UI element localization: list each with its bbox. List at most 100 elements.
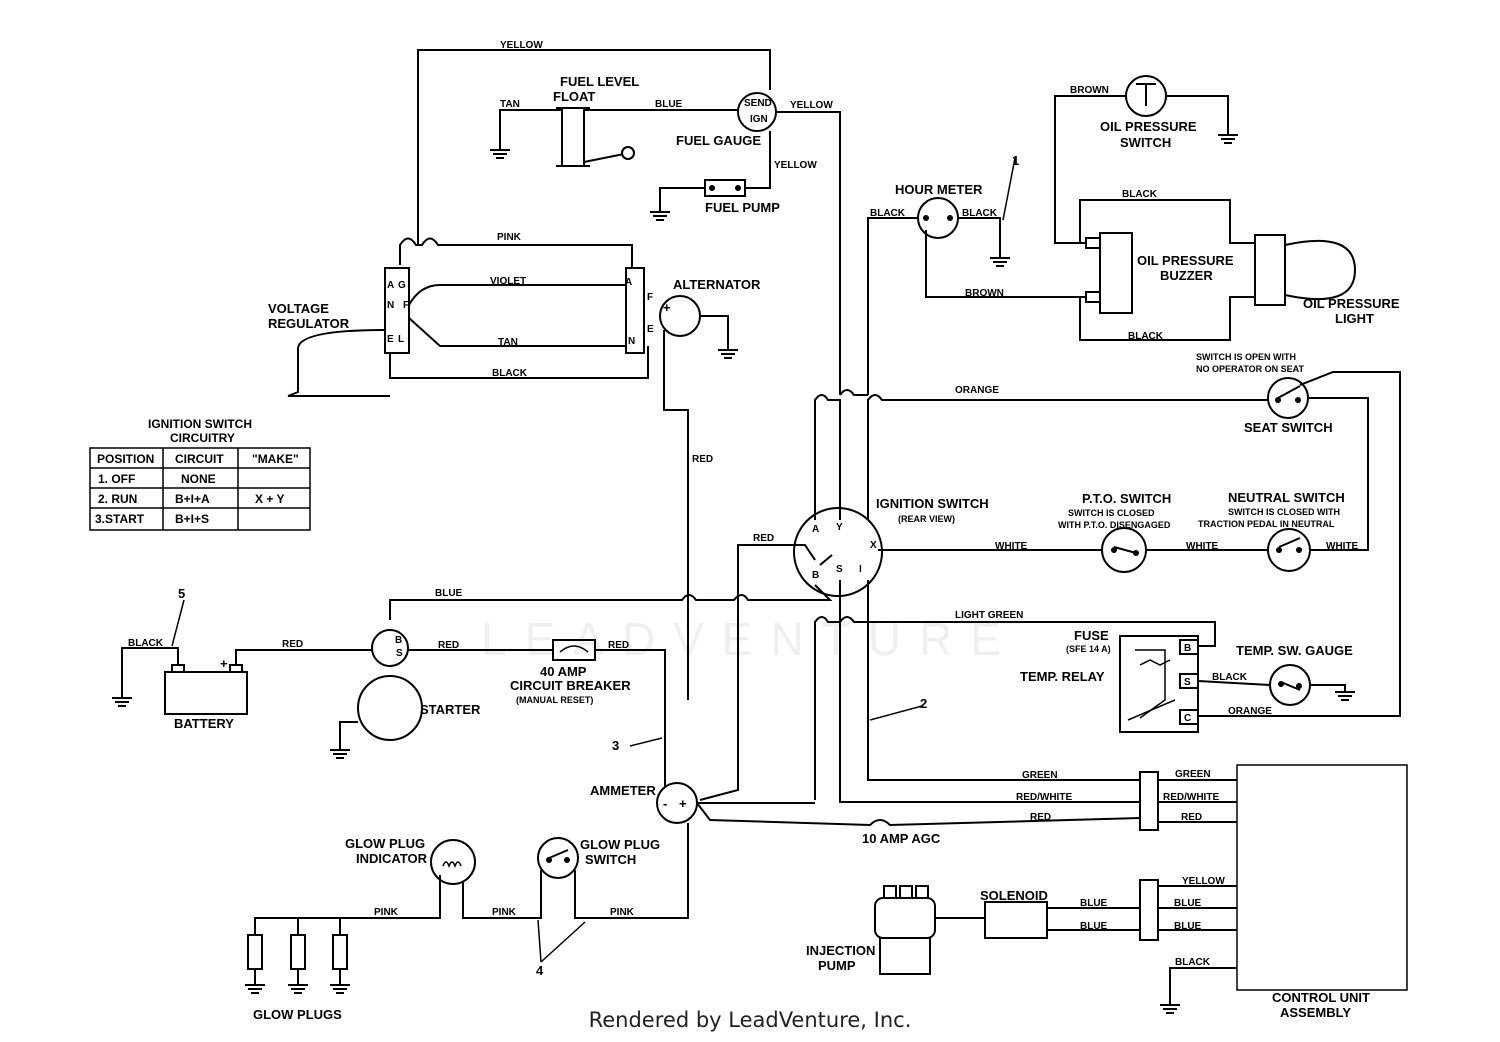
starter-label: STARTER — [420, 702, 481, 717]
wire-label-black-hour-left: BLACK — [870, 208, 906, 219]
ignition-table-title: IGNITION SWITCH — [148, 417, 252, 431]
footer-credit: Rendered by LeadVenture, Inc. — [588, 1008, 912, 1032]
wire-red-breaker-out — [595, 649, 666, 790]
ground-icon — [1160, 1004, 1180, 1014]
wire-oil-ground — [1166, 95, 1229, 135]
wire-label-white-ign: WHITE — [995, 541, 1028, 552]
wire-white-seat — [1308, 397, 1369, 551]
wire-starter-ground — [339, 721, 358, 750]
breaker-label-3: (MANUAL RESET) — [516, 695, 593, 705]
alt-terminal-n: N — [628, 336, 635, 347]
ground-icon — [990, 257, 1010, 267]
alternator-label: ALTERNATOR — [673, 277, 761, 292]
wire-orange-seat — [1196, 371, 1401, 717]
wire-label-green: GREEN — [1022, 770, 1058, 781]
ign-terminal-y: Y — [836, 522, 843, 533]
callout-3: 3 — [612, 738, 619, 753]
seat-switch-note-2: NO OPERATOR ON SEAT — [1196, 364, 1305, 374]
wire-label-red-white-cu: RED/WHITE — [1163, 792, 1219, 803]
wire-label-black-vr: BLACK — [492, 368, 528, 379]
glow-plug-switch-label: GLOW PLUG — [580, 837, 660, 852]
fuel-gauge-ign: IGN — [750, 114, 768, 125]
ground-icon — [1335, 691, 1355, 701]
ground-icon — [1218, 134, 1238, 144]
ammeter-label: AMMETER — [590, 783, 656, 798]
wire-pink-switch-r — [574, 870, 585, 919]
glow-plugs-label: GLOW PLUGS — [253, 1007, 342, 1022]
glow-plug-indicator-label: GLOW PLUG — [345, 836, 425, 851]
wire-label-black-cu: BLACK — [1175, 957, 1211, 968]
vr-terminal-l: L — [398, 334, 404, 345]
ignition-switch-label: IGNITION SWITCH — [876, 496, 989, 511]
wire-violet — [408, 284, 626, 306]
wire-red-ign — [699, 544, 816, 801]
solenoid-icon — [984, 901, 1048, 939]
wire-label-red-breaker-out: RED — [608, 640, 629, 651]
seat-switch-label: SEAT SWITCH — [1244, 420, 1333, 435]
wire-a-loop — [814, 394, 841, 520]
wire-red-white — [839, 622, 1140, 803]
voltage-regulator-label-2: REGULATOR — [268, 316, 350, 331]
wire-label-pink-plugs: PINK — [374, 907, 399, 918]
glow-plug-indicator-label-2: INDICATOR — [356, 851, 428, 866]
wire-label-orange-temp: ORANGE — [1228, 706, 1272, 717]
wire-label-red-ign: RED — [753, 533, 774, 544]
ground-icon — [490, 145, 510, 159]
voltage-regulator-icon — [384, 267, 410, 354]
wire-label-red-alt: RED — [692, 454, 713, 465]
wire-alt-ground — [700, 315, 729, 350]
oil-pressure-buzzer-icon — [1099, 232, 1133, 314]
wire-label-orange: ORANGE — [955, 385, 999, 396]
wire-label-black-temp: BLACK — [1212, 672, 1248, 683]
relay-terminal-s: S — [1184, 677, 1191, 688]
wire-brown-oil — [1054, 95, 1126, 244]
wire-red-battery — [235, 649, 380, 665]
wire-label-yellow-top: YELLOW — [500, 40, 543, 51]
starter-motor-icon — [357, 675, 423, 741]
neutral-note-1: SWITCH IS CLOSED WITH — [1228, 507, 1340, 517]
table-header-position: POSITION — [97, 452, 154, 466]
ignition-table — [89, 447, 311, 531]
hour-meter-label: HOUR METER — [895, 182, 983, 197]
pto-switch-label: P.T.O. SWITCH — [1082, 491, 1171, 506]
wire-label-blue-cu-2: BLUE — [1174, 921, 1202, 932]
wire-label-blue-float: BLUE — [655, 99, 683, 110]
fuel-gauge-label: FUEL GAUGE — [676, 133, 761, 148]
wire-yellow-gauge — [776, 111, 841, 395]
wire-label-brown-hour: BROWN — [965, 288, 1004, 299]
wire-green — [867, 580, 1140, 781]
ign-terminal-s: S — [836, 564, 843, 575]
wire-red-white-loop — [814, 616, 840, 800]
wire-label-tan-vr: TAN — [498, 337, 518, 348]
ign-terminal-i: I — [859, 564, 862, 575]
wire-label-black-battery: BLACK — [128, 638, 164, 649]
table-cell-r0c1: NONE — [181, 472, 216, 486]
vr-terminal-e: E — [387, 334, 394, 345]
battery-icon — [164, 671, 248, 715]
vr-terminal-g: G — [398, 280, 406, 291]
ground-icon — [330, 749, 350, 759]
control-unit-box — [1236, 764, 1408, 991]
ignition-switch-view-label: (REAR VIEW) — [898, 514, 955, 524]
fuel-pump-label: FUEL PUMP — [705, 200, 780, 215]
glow-plug-icon — [288, 934, 308, 994]
temp-relay-label: TEMP. RELAY — [1020, 669, 1105, 684]
wire-label-pink-mid: PINK — [492, 907, 517, 918]
ground-icon — [650, 211, 670, 221]
wire-black-hour-left — [867, 217, 918, 395]
wire-label-red-white: RED/WHITE — [1016, 792, 1072, 803]
wire-label-red-breaker-in: RED — [438, 640, 459, 651]
wire-pump-ground — [659, 187, 705, 212]
wire-label-yellow-pump: YELLOW — [774, 160, 817, 171]
wire-temp-ground — [1310, 684, 1346, 692]
injection-pump-label: INJECTION — [806, 943, 875, 958]
wire-light-green — [839, 580, 1216, 647]
wire-tan-vr — [408, 317, 626, 347]
wire-label-black-buzzer-bottom: BLACK — [1128, 331, 1164, 342]
battery-minus: - — [180, 656, 184, 671]
oil-pressure-buzzer-label-2: BUZZER — [1160, 268, 1213, 283]
wire-black-vr — [389, 346, 649, 379]
wire-label-yellow-gauge: YELLOW — [790, 100, 833, 111]
alt-terminal-e: E — [647, 324, 654, 335]
voltage-regulator-bracket — [287, 329, 386, 397]
